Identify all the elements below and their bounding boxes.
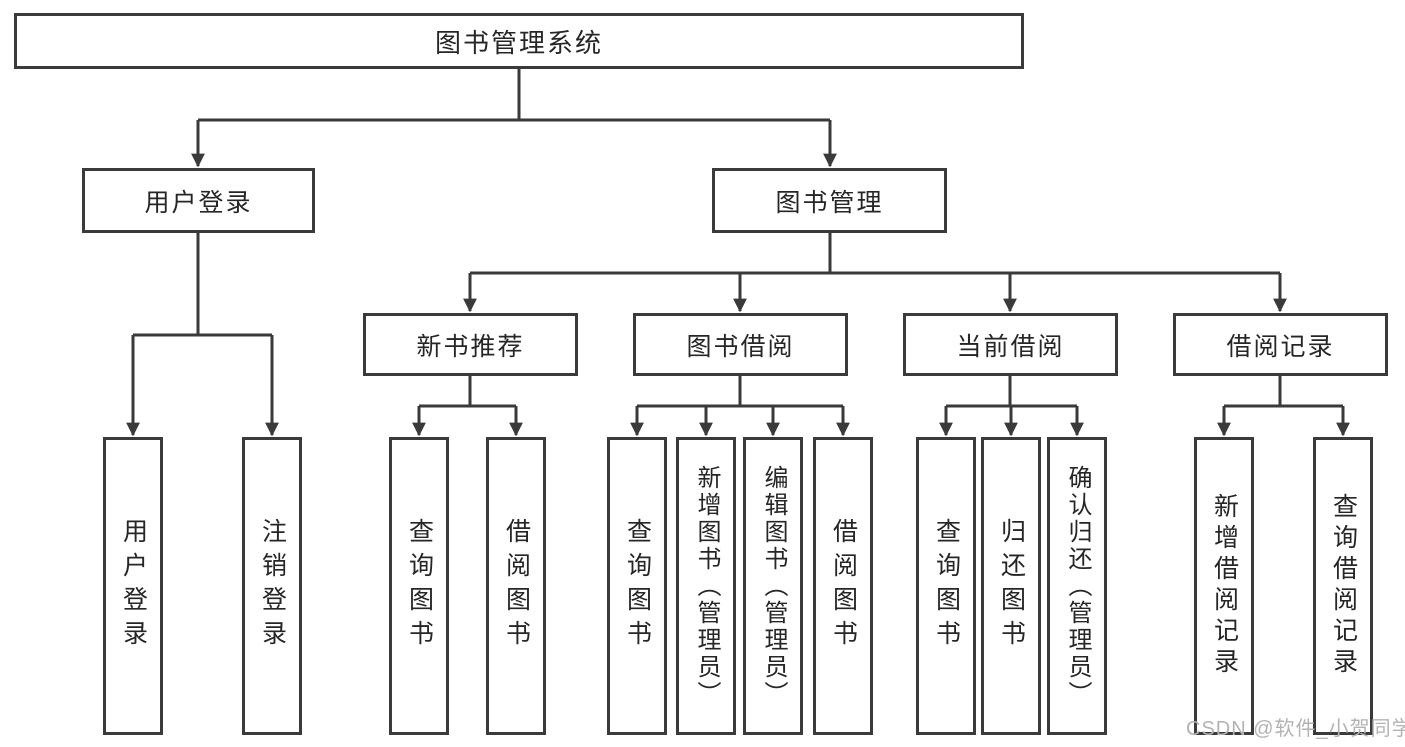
leaf-label: 归还图书 <box>997 518 1026 654</box>
leaf-label: 查询图书 <box>405 518 434 654</box>
node-current-borrowing: 当前借阅 <box>903 313 1118 376</box>
node-label: 图书管理 <box>775 188 884 217</box>
leaf-label: 确认归还（管理员） <box>1064 464 1091 708</box>
node-label: 新书推荐 <box>416 332 525 361</box>
node-label: 借阅记录 <box>1226 332 1335 361</box>
leaf-logout: 注销登录 <box>242 437 302 735</box>
leaf-add-borrow-record: 新增借阅记录 <box>1194 437 1254 735</box>
node-user-login: 用户登录 <box>82 168 315 233</box>
leaf-label: 借阅图书 <box>502 518 531 654</box>
node-book-borrowing: 图书借阅 <box>633 313 848 376</box>
leaf-borrow-books-recommendation: 借阅图书 <box>486 437 546 735</box>
node-label: 用户登录 <box>144 188 253 217</box>
leaf-user-login: 用户登录 <box>103 437 163 735</box>
leaf-borrow-books: 借阅图书 <box>813 437 873 735</box>
node-label: 图书管理系统 <box>434 27 603 58</box>
leaf-label: 借阅图书 <box>829 518 858 654</box>
leaf-add-book-admin: 新增图书（管理员） <box>676 437 736 735</box>
leaf-return-books: 归还图书 <box>981 437 1041 735</box>
leaf-query-books-recommendation: 查询图书 <box>389 437 449 735</box>
csdn-watermark: CSDN @软件_小贺同学 <box>1186 718 1405 740</box>
node-new-book-recommendation: 新书推荐 <box>363 313 578 376</box>
node-label: 图书借阅 <box>686 332 795 361</box>
leaf-label: 注销登录 <box>258 518 287 654</box>
leaf-label: 查询图书 <box>623 518 652 654</box>
leaf-label: 新增借阅记录 <box>1210 493 1239 679</box>
leaf-label: 新增图书（管理员） <box>693 464 720 708</box>
leaf-label: 查询借阅记录 <box>1329 493 1358 679</box>
leaf-label: 查询图书 <box>932 518 961 654</box>
leaf-edit-book-admin: 编辑图书（管理员） <box>743 437 803 735</box>
leaf-query-books-borrowing: 查询图书 <box>607 437 667 735</box>
node-label: 当前借阅 <box>956 332 1065 361</box>
node-borrowing-records: 借阅记录 <box>1173 313 1388 376</box>
leaf-query-borrow-record: 查询借阅记录 <box>1313 437 1373 735</box>
leaf-label: 编辑图书（管理员） <box>760 464 787 708</box>
leaf-query-books-current: 查询图书 <box>916 437 976 735</box>
connector-trunks <box>133 69 1343 408</box>
node-book-management: 图书管理 <box>712 168 947 233</box>
node-library-management-system: 图书管理系统 <box>14 13 1024 69</box>
leaf-label: 用户登录 <box>119 518 148 654</box>
leaf-confirm-return-admin: 确认归还（管理员） <box>1047 437 1107 735</box>
